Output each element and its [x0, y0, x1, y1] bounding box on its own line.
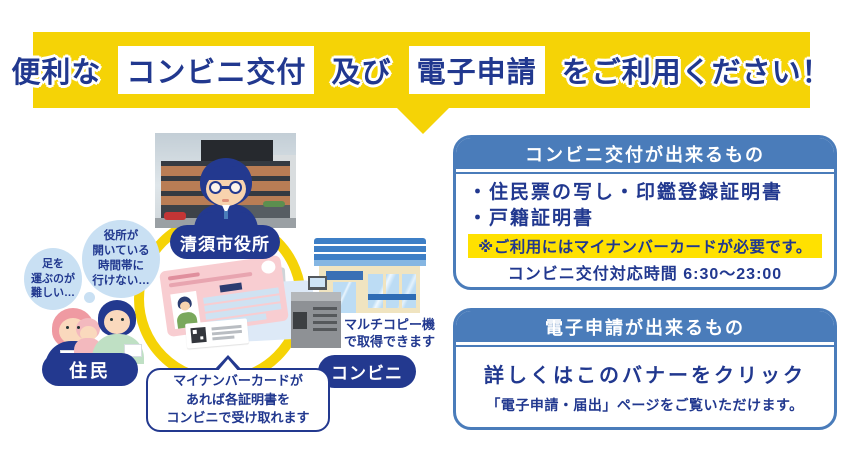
card-bubble-line3: コンビニで受け取れます [166, 410, 310, 426]
copier-tray-icon [313, 328, 337, 331]
shrub-icon [263, 201, 285, 207]
car-icon [164, 212, 186, 220]
thought-bubble-hours: 役所が 開いている 時間帯に 行けない… [82, 220, 160, 298]
eapplication-box-header: 電子申請が出来るもの [456, 311, 834, 342]
eye-icon [121, 318, 124, 321]
copier-top-panel-icon [291, 292, 341, 301]
card-bubble-line1: マイナンバーカードが [173, 372, 303, 388]
label-city-hall: 清須市役所 [170, 225, 280, 259]
speech-tail-icon [217, 359, 239, 372]
eapplication-box-title: 電子申請が出来るもの [545, 317, 745, 338]
official-mouth-icon [222, 199, 229, 202]
awning-stripe-icon [314, 238, 426, 244]
thought1-line2: 運ぶのが [31, 272, 75, 285]
copier-caption-line2: で取得できます [344, 333, 436, 349]
headline-highlight-denshi: 電子申請 [408, 46, 545, 94]
store-label-text: コンビニ [331, 364, 403, 383]
awning-stripe-icon [314, 254, 426, 260]
convenience-issuance-box: コンビニ交付が出来るもの ・住民票の写し・印鑑登録証明書 ・戸籍証明書 ※ご利用… [453, 135, 837, 290]
card-bubble-line2: あれば各証明書を [185, 391, 290, 407]
eye-icon [66, 326, 69, 329]
window-bar-icon [368, 294, 416, 300]
official-glasses-right-icon [229, 181, 242, 194]
qr-code-icon [190, 326, 207, 344]
thought-bubble-difficult: 足を 運ぶのが 難しい… [24, 248, 82, 310]
resident-man-face-icon [104, 310, 130, 334]
eapplication-box[interactable]: 電子申請が出来るもの 詳しくはこのバナーをクリック 「電子申請・届出」ページをご… [453, 308, 837, 430]
headline-suffix: をご利用ください！ [561, 57, 832, 89]
service-hours: コンビニ交付対応時間 6:30～23:00 [507, 266, 783, 284]
mynumber-required-note: ※ご利用にはマイナンバーカードが必要です。 [468, 234, 822, 259]
headline-middle: 及び [331, 57, 392, 89]
thought2-line4: 行けない… [92, 274, 150, 287]
convenience-box-header: コンビニ交付が出来るもの [456, 138, 834, 169]
city-hall-label-text: 清須市役所 [180, 234, 270, 254]
eapplication-cta-sub: 「電子申請・届出」ページをご覧いただけます。 [486, 397, 804, 413]
thought1-line1: 足を [42, 257, 64, 270]
window-mullion-icon [383, 274, 386, 308]
copier-panel-icon [293, 312, 307, 329]
baby-face-icon [80, 326, 97, 341]
official-collar-icon [222, 205, 230, 214]
divider [456, 172, 834, 174]
copier-tray-icon [313, 321, 337, 324]
copier-caption-line1: マルチコピー機 [344, 317, 436, 332]
residents-label-text: 住民 [69, 360, 111, 381]
thought-tail-dot-icon [84, 292, 95, 303]
official-tie-icon [224, 211, 228, 219]
divider [456, 345, 834, 347]
copier-screen-icon [310, 278, 325, 287]
copier-tray-icon [313, 314, 337, 317]
eye-icon [110, 318, 113, 321]
doc-text-line-icon [211, 329, 243, 336]
copier-tray-icon [313, 307, 337, 310]
awning-band-icon [314, 260, 426, 266]
convenience-box-title: コンビニ交付が出来るもの [525, 144, 765, 165]
multicopy-machine-icon [291, 276, 341, 348]
divider [456, 342, 834, 345]
awning-stripe-icon [314, 246, 426, 252]
store-sign-icon [326, 271, 363, 280]
divider [456, 169, 834, 172]
official-fringe-icon [206, 166, 246, 180]
convenience-item-list: ・住民票の写し・印鑑登録証明書 ・戸籍証明書 [456, 174, 834, 231]
store-window-icon [368, 274, 416, 308]
headline-highlight-konbini: コンビニ交付 [118, 46, 315, 94]
banner-pointer-icon [397, 108, 449, 134]
official-glasses-bridge-icon [221, 186, 230, 189]
service-hours-note: （年末年始12/29～1/3を除く） [456, 284, 834, 287]
copier-caption: マルチコピー機 で取得できます [344, 317, 444, 351]
thought2-line1: 役所が [103, 230, 139, 243]
convenience-item: ・住民票の写し・印鑑登録証明書 [468, 182, 784, 203]
doc-text-line-icon [212, 335, 235, 341]
headline-banner: 便利な コンビニ交付 及び 電子申請 をご利用ください！ [11, 32, 831, 108]
thought2-line3: 時間帯に [98, 260, 144, 272]
eye-icon [77, 326, 80, 329]
label-residents: 住民 [42, 353, 138, 386]
eapplication-cta[interactable]: 詳しくはこのバナーをクリック [484, 365, 806, 387]
headline-prefix: 便利な [11, 57, 102, 89]
convenience-item: ・戸籍証明書 [468, 207, 595, 229]
label-convenience-store: コンビニ [318, 355, 416, 388]
window-mullion-icon [399, 274, 402, 308]
thought1-line3: 難しい… [31, 287, 75, 300]
card-field-label-icon [219, 282, 243, 293]
card-mascot-icon [260, 259, 277, 275]
headline-text: 便利な コンビニ交付 及び 電子申請 をご利用ください！ [11, 46, 831, 94]
thought2-line2: 開いている [92, 245, 150, 258]
card-speech-bubble: マイナンバーカードが あれば各証明書を コンビニで受け取れます [146, 368, 330, 432]
